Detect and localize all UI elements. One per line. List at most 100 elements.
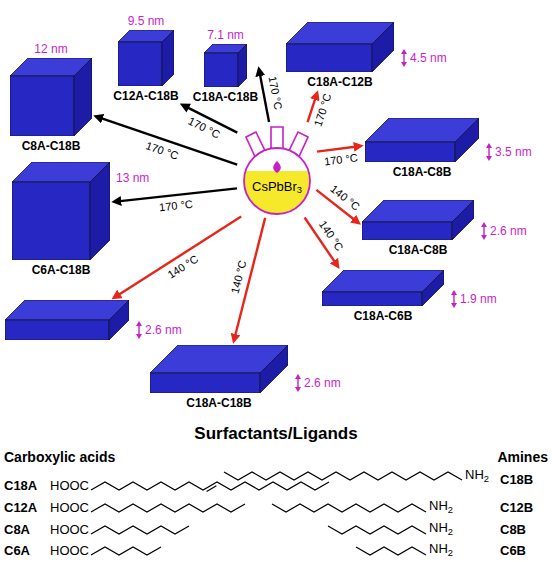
ligand-label: C18B [500,472,533,488]
nanocrystal-box: C12A-C18B9.5 nm [113,30,178,103]
nanocrystal-box: C18A-C18B7.1 nm [193,44,258,104]
thickness-value: 9.5 nm [128,14,165,28]
nanocrystal-box: C18A-C18B2.6 nm [150,345,288,410]
carbon-chain [272,504,426,512]
carbon-chain [356,547,426,555]
nanocrystal-shape [365,118,479,162]
box-face [12,182,90,260]
text-run: NH [429,520,448,535]
sample-name: C8A-C18B [10,139,92,153]
temperature-label: 140 °C [326,181,364,215]
carbon-chain [328,526,426,534]
double-arrow [135,321,143,339]
nanocrystal-shape [322,270,444,306]
text-run: NH [429,498,448,513]
box-face [150,373,260,393]
dimension-label: 7.1 nm [207,28,244,42]
ligand-label: HOOC [50,543,89,559]
ligand-label: C6B [500,543,526,559]
flask-outline [244,148,310,214]
text-run: CsPbBr [252,179,297,194]
double-arrow [400,49,408,67]
amine-group: NH2 [429,541,453,560]
box-face [452,200,474,240]
sample-name: C18A-C12B [286,75,394,89]
dimension-label: 9.5 nm [128,14,165,28]
temperature-label: 140 °C [315,217,347,256]
box-face [365,142,455,162]
sample-name: C18A-C18B [150,396,288,410]
liquid [240,171,314,215]
dimension-label: 2.6 nm [480,222,527,240]
sample-name: C18A-C8B [362,243,474,257]
nanocrystal-box: C18A-C6B1.9 nm [322,270,444,323]
carbon-chain [91,526,189,534]
text-run: NH [465,467,484,482]
carbon-chain [224,472,462,480]
nanocrystal-box: C18A-C8B3.5 nm [365,118,479,179]
double-arrow [485,143,493,161]
sample-name: C6A-C18B [12,263,110,277]
sample-name: C18A-C8B [365,165,479,179]
ligand-label: C8A [4,522,30,538]
section-heading: Surfactants/Ligands [194,426,357,442]
section-heading: Carboxylic acids [4,449,115,465]
droplet [273,161,281,173]
section-heading: Amines [497,449,548,465]
box-face [5,320,109,340]
nanocrystal-shape [118,30,174,86]
box-face [204,53,238,87]
nanocrystal-box: 2.6 nm [5,300,129,340]
ligand-label: C12A [4,500,37,516]
nanocrystal-shape [150,345,288,393]
nanocrystal-box: C18A-C8B2.6 nm [362,200,474,257]
text-run: 2 [448,527,453,537]
precursor-name: CsPbBr3 [240,179,314,198]
box-face [90,162,110,260]
text-run: 2 [448,548,453,558]
thickness-value: 1.9 nm [460,292,497,306]
box-face [322,292,422,306]
dimension-label: 2.6 nm [294,374,341,392]
thickness-value: 3.5 nm [495,145,532,159]
thickness-value: 2.6 nm [145,323,182,337]
box-face [372,22,394,72]
temperature-label: 170 °C [321,151,360,169]
ligand-label: C12B [500,500,533,516]
box-face [74,58,92,136]
sample-name: C12A-C18B [113,89,178,103]
dimension-label: 1.9 nm [450,290,497,308]
carbon-chain [91,547,161,555]
dimension-label: 2.6 nm [135,321,182,339]
box-face [5,300,129,320]
temperature-label: 170 °C [157,198,196,215]
double-arrow [450,290,458,308]
thickness-value: 7.1 nm [207,28,244,42]
nanocrystal-shape [12,162,110,260]
ligand-label: HOOC [50,478,89,494]
carbon-chain [91,504,245,512]
temperature-label: 140 °C [164,251,203,282]
box-face [118,42,162,86]
box-face [238,44,247,87]
box-face [109,300,129,340]
nanocrystal-box: C18A-C12B4.5 nm [286,22,394,89]
temperature-label: 170 °C [265,73,285,113]
box-face [286,44,372,72]
ligand-label: C6A [4,543,30,559]
thickness-value: 13 nm [116,171,149,185]
nanocrystal-shape [286,22,394,72]
temperature-label: 170 °C [311,90,335,130]
box-face [10,76,74,136]
text-run: 2 [484,474,489,484]
reaction-arrow [317,146,357,151]
nanocrystal-shape [10,58,92,136]
text-run: 2 [448,505,453,515]
amine-group: NH2 [429,520,453,539]
box-face [455,118,479,162]
nanocrystal-shape [204,44,247,87]
dimension-label: 4.5 nm [400,49,447,67]
box-face [162,30,174,86]
box-face [422,270,444,306]
